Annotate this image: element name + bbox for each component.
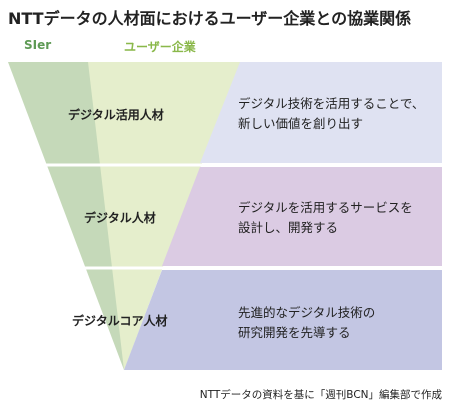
- row-desc-2-line1: デジタルを活用するサービスを: [238, 200, 413, 215]
- row-label-digital-utilization: デジタル活用人材: [68, 108, 164, 122]
- diagram-title: NTTデータの人材面におけるユーザー企業との協業関係: [8, 9, 412, 28]
- row-desc-2-line2: 設計し、開発する: [238, 220, 339, 235]
- band-row-1: [200, 62, 442, 163]
- row-desc-1-line1: デジタル技術を活用することで、: [238, 96, 425, 111]
- row-label-digital: デジタル人材: [84, 211, 156, 225]
- row-label-digital-core: デジタルコア人材: [72, 314, 168, 328]
- row-desc-3-line1: 先進的なデジタル技術の: [238, 305, 376, 320]
- column-header-user-company: ユーザー企業: [124, 40, 196, 54]
- band-row-3: [124, 270, 442, 370]
- band-row-2: [162, 167, 442, 266]
- row-desc-1-line2: 新しい価値を創り出す: [238, 116, 364, 131]
- source-note: NTTデータの資料を基に「週刊BCN」編集部で作成: [199, 389, 442, 401]
- user-company-region: [88, 62, 240, 370]
- row-desc-2: デジタルを活用するサービスを 設計し、開発する: [238, 198, 413, 238]
- row-desc-3-line2: 研究開発を先導する: [238, 325, 351, 340]
- column-header-sier: SIer: [24, 38, 52, 52]
- row-desc-1: デジタル技術を活用することで、 新しい価値を創り出す: [238, 94, 424, 134]
- row-desc-3: 先進的なデジタル技術の 研究開発を先導する: [238, 303, 375, 343]
